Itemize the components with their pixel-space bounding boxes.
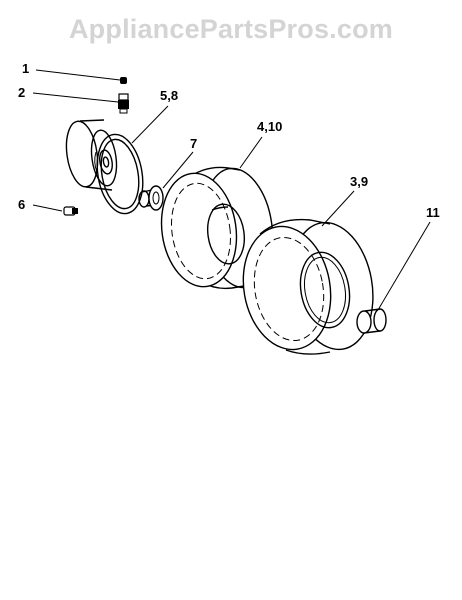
site-watermark: AppliancePartsPros.com bbox=[68, 14, 393, 44]
leader-lines bbox=[32, 69, 431, 311]
callout-2: 2 bbox=[18, 85, 25, 100]
part-2-valve-stem bbox=[118, 93, 129, 114]
callout-3-9: 3,9 bbox=[350, 174, 368, 189]
callout-5-8: 5,8 bbox=[160, 88, 178, 103]
callout-6: 6 bbox=[18, 197, 25, 212]
part-7-spacer bbox=[138, 185, 164, 211]
callout-11: 11 bbox=[426, 205, 440, 220]
part-5-8-wheel-rim bbox=[65, 119, 144, 215]
part-1-nut bbox=[120, 77, 127, 84]
callout-7: 7 bbox=[190, 136, 197, 151]
callout-1: 1 bbox=[22, 61, 29, 76]
callout-4-10: 4,10 bbox=[257, 119, 282, 134]
part-6-grease-fitting bbox=[63, 206, 78, 216]
part-3-9-tire bbox=[242, 218, 374, 355]
part-11-bearing bbox=[356, 308, 387, 334]
